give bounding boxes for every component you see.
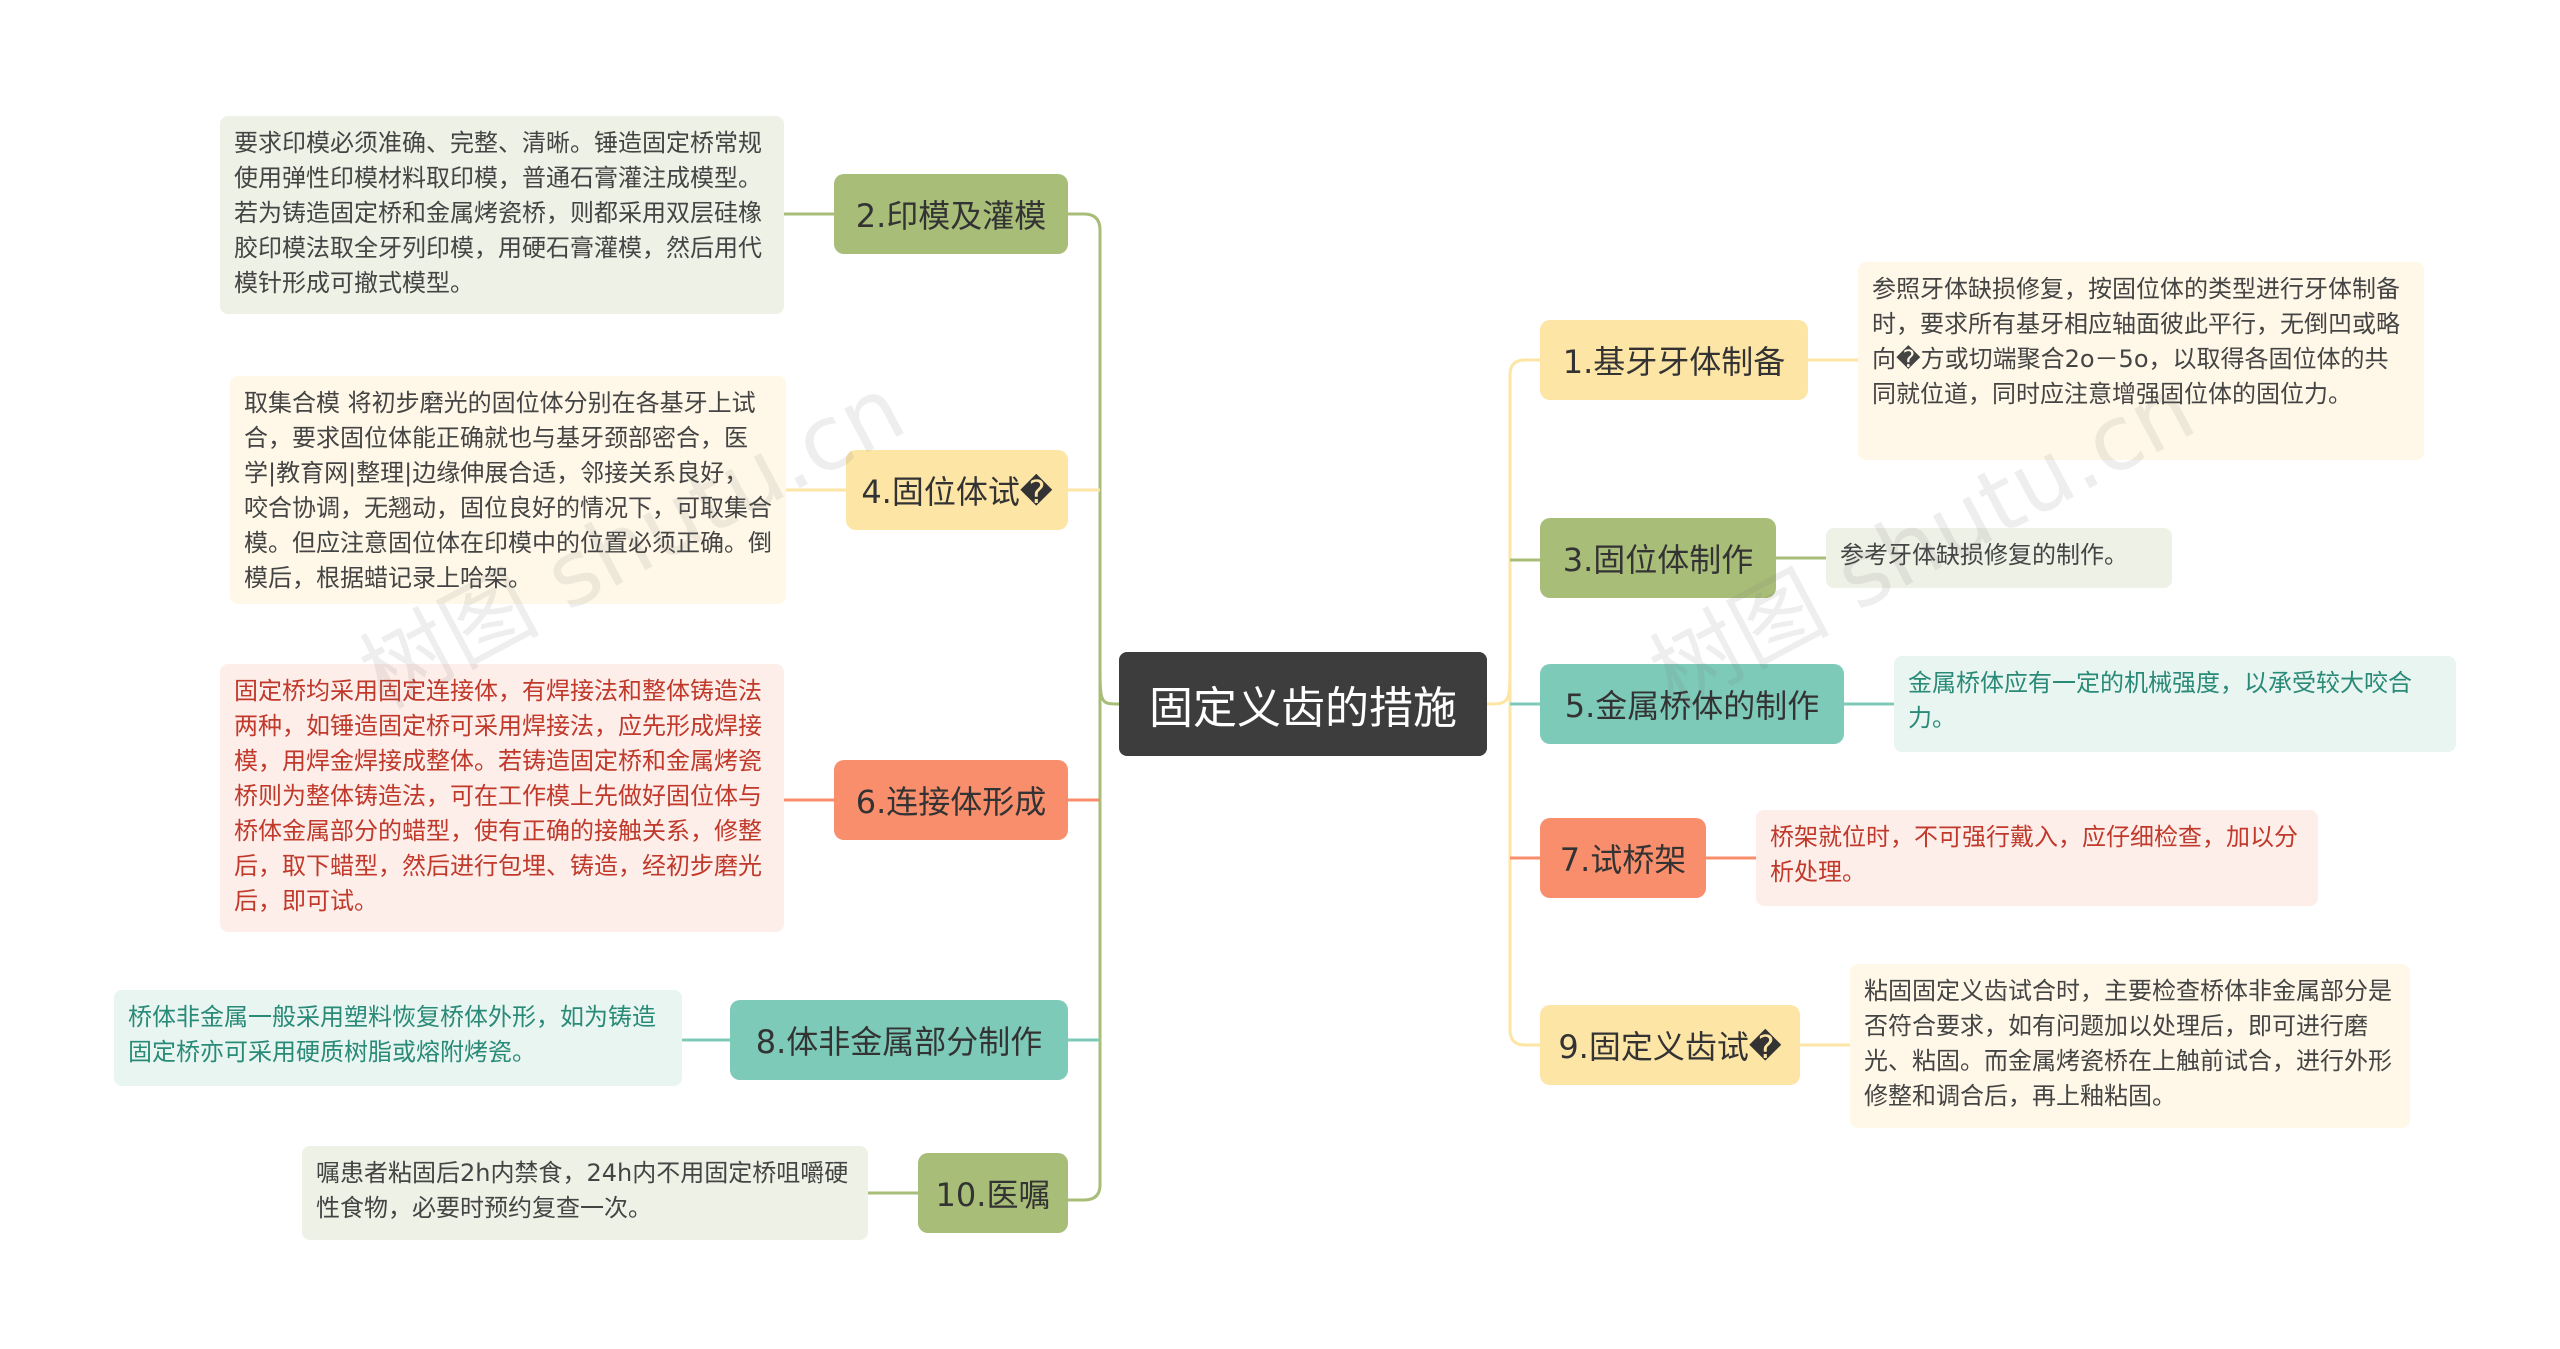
connector-right-trunk bbox=[1486, 358, 1540, 706]
topic-impression[interactable]: 2.印模及灌模 bbox=[834, 174, 1068, 254]
topic-denture-try[interactable]: 9.固定义齿试� bbox=[1540, 1005, 1800, 1085]
topic-advice[interactable]: 10.医嘱 bbox=[918, 1153, 1068, 1233]
topic-pontic-nonmetal[interactable]: 8.体非金属部分制作 bbox=[730, 1000, 1068, 1080]
connector-right-trunk-low bbox=[1508, 660, 1540, 1047]
root-topic[interactable]: 固定义齿的措施 bbox=[1119, 652, 1487, 756]
topic-abutment-prep[interactable]: 1.基牙牙体制备 bbox=[1540, 320, 1808, 400]
connector-left-trunk-low bbox=[1068, 660, 1102, 1202]
topic-retainer-making[interactable]: 3.固位体制作 bbox=[1540, 518, 1776, 598]
detail-advice: 嘱患者粘固后2h内禁食，24h内不用固定桥咀嚼硬性食物，必要时预约复查一次。 bbox=[302, 1146, 868, 1240]
detail-connector: 固定桥均采用固定连接体，有焊接法和整体铸造法两种，如锤造固定桥可采用焊接法，应先… bbox=[220, 664, 784, 932]
detail-abutment-prep: 参照牙体缺损修复，按固位体的类型进行牙体制备时，要求所有基牙相应轴面彼此平行，无… bbox=[1858, 262, 2424, 460]
topic-metal-pontic[interactable]: 5.金属桥体的制作 bbox=[1540, 664, 1844, 744]
detail-pontic-nonmetal: 桥体非金属一般采用塑料恢复桥体外形，如为铸造固定桥亦可采用硬质树脂或熔附烤瓷。 bbox=[114, 990, 682, 1086]
connector-left-trunk bbox=[1068, 212, 1120, 706]
topic-framework-try[interactable]: 7.试桥架 bbox=[1540, 818, 1706, 898]
detail-retainer-try: 取集合模 将初步磨光的固位体分别在各基牙上试合，要求固位体能正确就也与基牙颈部密… bbox=[230, 376, 786, 604]
detail-metal-pontic: 金属桥体应有一定的机械强度，以承受较大咬合力。 bbox=[1894, 656, 2456, 752]
topic-retainer-try[interactable]: 4.固位体试� bbox=[846, 450, 1068, 530]
topic-connector[interactable]: 6.连接体形成 bbox=[834, 760, 1068, 840]
detail-framework-try: 桥架就位时，不可强行戴入，应仔细检查，加以分析处理。 bbox=[1756, 810, 2318, 906]
detail-denture-try: 粘固固定义齿试合时，主要检查桥体非金属部分是否符合要求，如有问题加以处理后，即可… bbox=[1850, 964, 2410, 1128]
detail-retainer-making: 参考牙体缺损修复的制作。 bbox=[1826, 528, 2172, 588]
detail-impression: 要求印模必须准确、完整、清晰。锤造固定桥常规使用弹性印模材料取印模，普通石膏灌注… bbox=[220, 116, 784, 314]
